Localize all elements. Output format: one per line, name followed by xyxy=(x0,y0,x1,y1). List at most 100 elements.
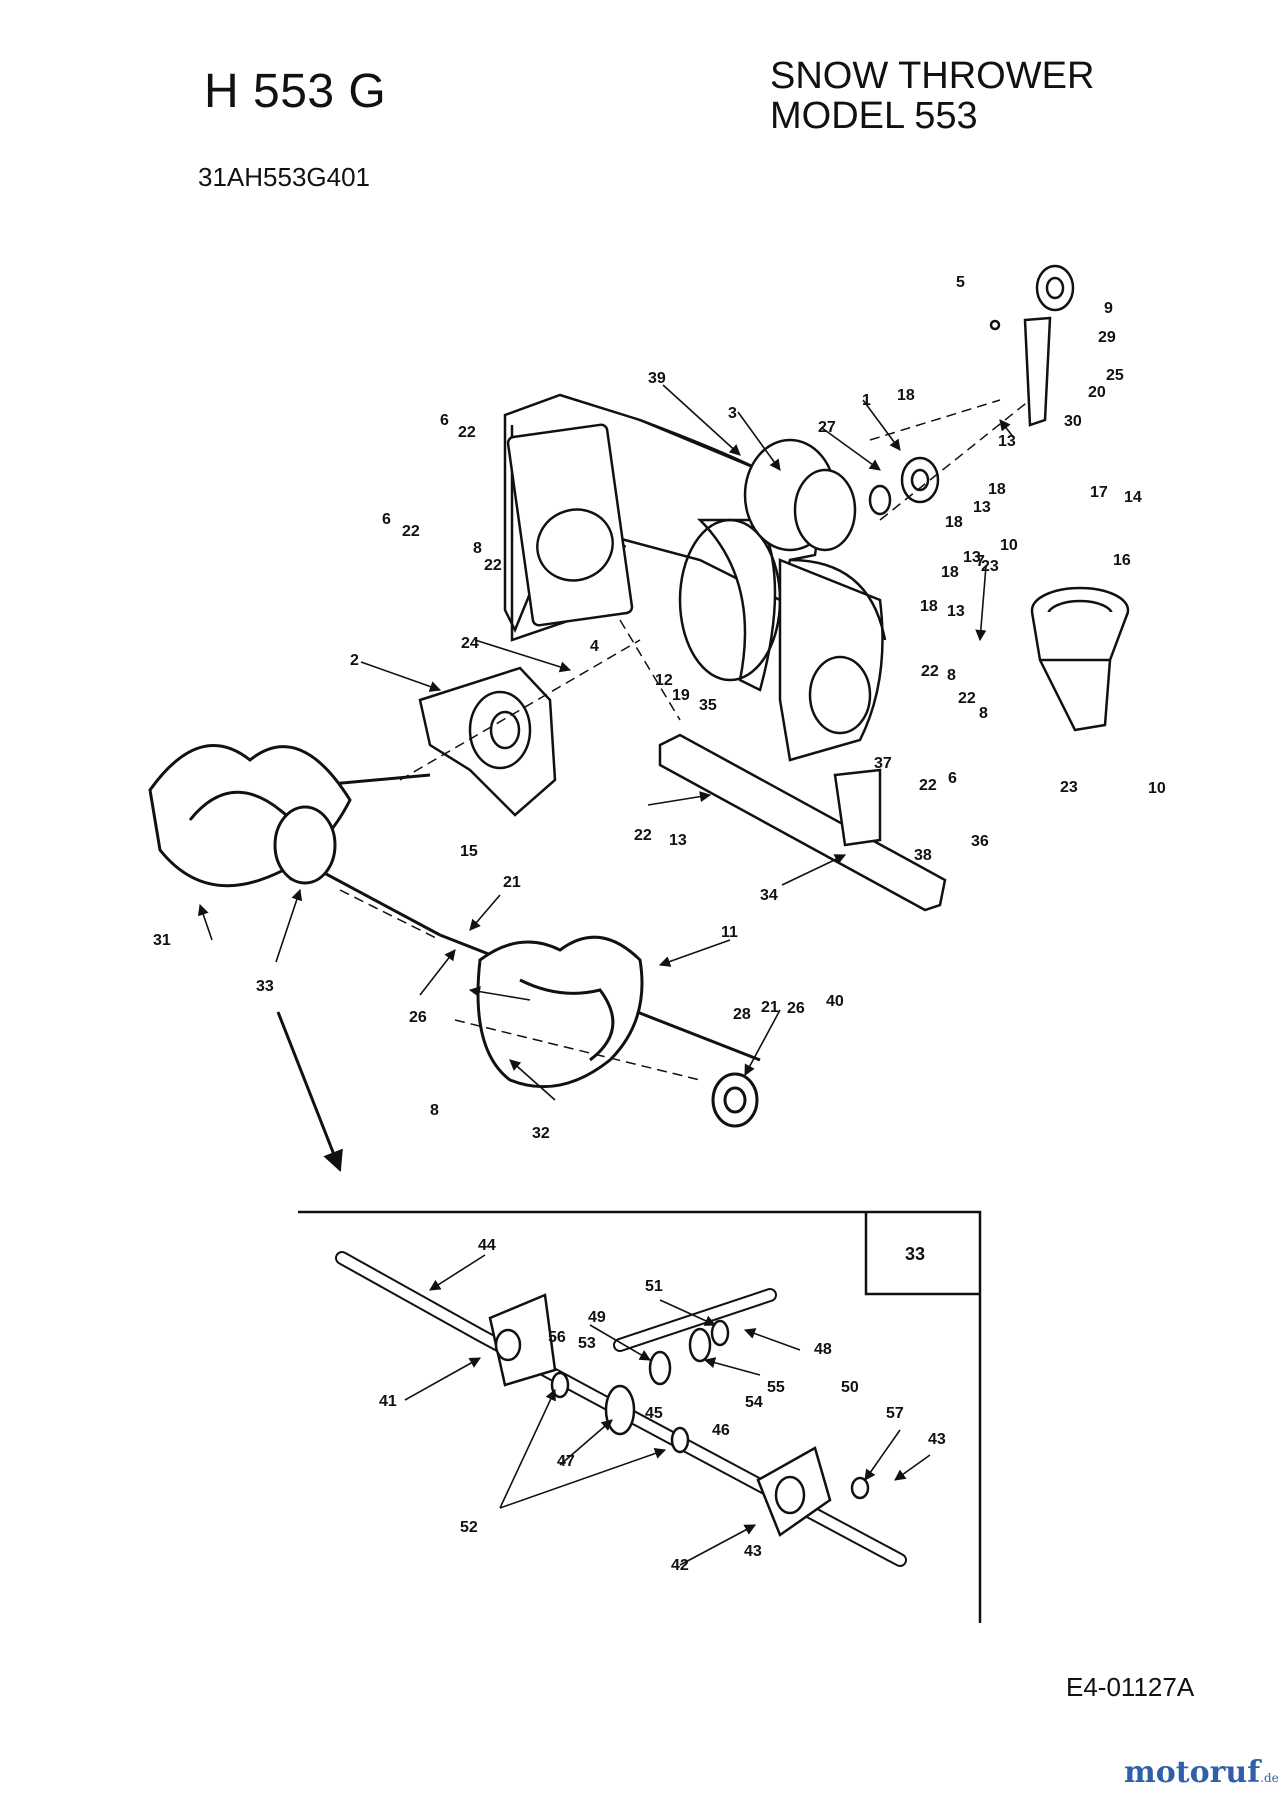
callout: 6 xyxy=(440,412,449,429)
callout: 30 xyxy=(1064,413,1082,430)
callout: 50 xyxy=(841,1379,859,1396)
callout: 36 xyxy=(971,833,989,850)
callout: 14 xyxy=(1124,489,1142,506)
inset-auger-shaft xyxy=(335,1251,907,1567)
watermark-suffix: .de xyxy=(1260,1771,1279,1785)
callout: 39 xyxy=(648,370,666,387)
callout: 42 xyxy=(671,1557,689,1574)
callout: 37 xyxy=(874,755,892,772)
callout: 22 xyxy=(919,777,937,794)
inset-label: 33 xyxy=(905,1244,925,1264)
callout: 5 xyxy=(956,274,965,291)
callout: 2 xyxy=(350,652,359,669)
callout: 7 xyxy=(976,553,985,570)
scraper-bar xyxy=(658,733,947,912)
callout: 27 xyxy=(818,419,836,436)
model-heading: H 553 G xyxy=(204,65,387,118)
leader-arrows xyxy=(197,384,1015,1101)
callout: 10 xyxy=(1000,537,1018,554)
callout: 56 xyxy=(548,1329,566,1346)
part-number: 31AH553G401 xyxy=(198,162,371,192)
callout: 40 xyxy=(826,993,844,1010)
callout: 13 xyxy=(963,549,981,566)
callout: 26 xyxy=(409,1009,427,1026)
product-title: SNOW THROWER MODEL 553 xyxy=(770,56,1094,136)
callout: 22 xyxy=(458,424,476,441)
callout: 43 xyxy=(928,1431,946,1448)
callout: 18 xyxy=(988,481,1006,498)
callout: 18 xyxy=(945,514,963,531)
callout: 17 xyxy=(1090,484,1108,501)
callout: 23 xyxy=(981,558,999,575)
callout: 6 xyxy=(948,770,957,787)
callout: 22 xyxy=(958,690,976,707)
inset-frame xyxy=(298,1210,982,1623)
inset-leader-arrows xyxy=(404,1254,931,1566)
callout: 6 xyxy=(382,511,391,528)
callout: 28 xyxy=(733,1006,751,1023)
callout: 38 xyxy=(914,847,932,864)
callout: 48 xyxy=(814,1341,832,1358)
product-title-line1: SNOW THROWER xyxy=(770,55,1095,97)
callout: 29 xyxy=(1098,329,1116,346)
bearing-plate xyxy=(418,666,557,817)
callout: 19 xyxy=(672,687,690,704)
callout: 34 xyxy=(760,887,778,904)
watermark-main: motoruf xyxy=(1124,1755,1261,1790)
callout: 3 xyxy=(728,405,737,422)
callout: 13 xyxy=(998,433,1016,450)
inset-pointer-arrow xyxy=(276,1011,343,1172)
callout: 21 xyxy=(761,999,779,1016)
callout: 51 xyxy=(645,1278,663,1295)
callout: 52 xyxy=(460,1519,478,1536)
callout: 57 xyxy=(886,1405,904,1422)
callout: 11 xyxy=(721,924,738,941)
callout: 26 xyxy=(787,1000,805,1017)
callout: 43 xyxy=(744,1543,762,1560)
callout: 8 xyxy=(979,705,988,722)
discharge-chute xyxy=(1030,586,1130,732)
callout: 13 xyxy=(669,832,687,849)
callout: 13 xyxy=(973,499,991,516)
callout: 54 xyxy=(745,1394,763,1411)
callout: 22 xyxy=(921,663,939,680)
callout: 1 xyxy=(862,392,871,409)
callout: 45 xyxy=(645,1405,663,1422)
watermark-logo: motoruf.de xyxy=(1124,1755,1279,1790)
callout: 47 xyxy=(557,1453,575,1470)
callout: 8 xyxy=(430,1102,439,1119)
callout: 49 xyxy=(588,1309,606,1326)
callout: 4 xyxy=(590,638,599,655)
callout: 18 xyxy=(897,387,915,404)
callout: 35 xyxy=(699,697,717,714)
callout: 9 xyxy=(1104,300,1113,317)
chute-crank-bracket xyxy=(989,264,1075,427)
callout: 25 xyxy=(1106,367,1124,384)
callout: 18 xyxy=(920,598,938,615)
drawing-code: E4-01127A xyxy=(1066,1672,1195,1702)
callout: 55 xyxy=(767,1379,785,1396)
callout: 32 xyxy=(532,1125,550,1142)
callout: 21 xyxy=(503,874,521,891)
callout: 12 xyxy=(655,672,673,689)
callout: 22 xyxy=(634,827,652,844)
callout: 33 xyxy=(256,978,274,995)
callout: 10 xyxy=(1148,780,1166,797)
product-title-line2: MODEL 553 xyxy=(770,95,978,137)
callout: 22 xyxy=(402,523,420,540)
callout: 44 xyxy=(478,1237,496,1254)
callout: 46 xyxy=(712,1422,730,1439)
auger-housing xyxy=(503,393,887,762)
callout: 15 xyxy=(460,843,478,860)
callout: 22 xyxy=(484,557,502,574)
callout: 18 xyxy=(941,564,959,581)
callout: 8 xyxy=(947,667,956,684)
callout: 41 xyxy=(379,1393,397,1410)
callout: 31 xyxy=(153,932,171,949)
auger-assembly xyxy=(148,744,761,1128)
callout-labels: 1 2 3 4 5 6 6 6 7 8 8 8 8 9 10 10 11 12 … xyxy=(153,274,1166,1574)
fan-drum xyxy=(743,438,940,552)
callout: 8 xyxy=(473,540,482,557)
callout: 53 xyxy=(578,1335,596,1352)
